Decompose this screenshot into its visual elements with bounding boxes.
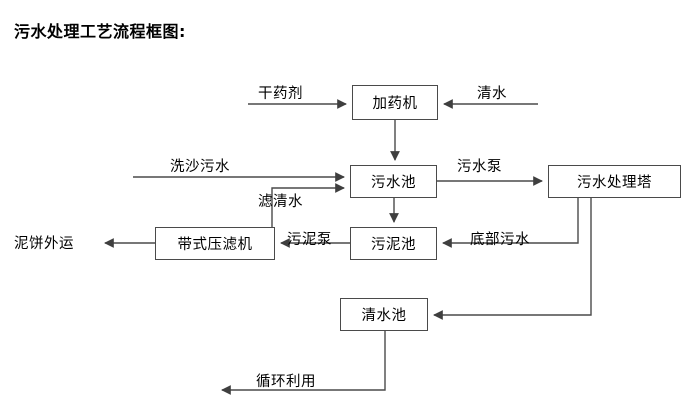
- edge-label-clean-water-in: 清水: [477, 86, 507, 102]
- node-belt-filter-press[interactable]: 带式压滤机: [155, 227, 275, 260]
- edge-bottom-wastewater: [442, 198, 579, 248]
- page-title: 污水处理工艺流程框图:: [14, 22, 186, 41]
- node-label: 加药机: [372, 96, 418, 112]
- node-wastewater-pool[interactable]: 污水池: [350, 165, 437, 198]
- edge-label-sludge-pump: 污泥泵: [287, 232, 332, 248]
- terminal-label-mud-cake-out: 泥饼外运: [14, 236, 74, 252]
- edge-label-recycle-reuse: 循环利用: [256, 374, 316, 390]
- edge-label-sand-wash-water: 洗沙污水: [170, 159, 230, 175]
- node-label: 污泥池: [371, 237, 416, 253]
- edge-tower-to-clean-water: [433, 198, 592, 320]
- node-label: 污水池: [371, 175, 416, 191]
- node-label: 带式压滤机: [177, 237, 253, 253]
- edge-filtered-water: [271, 183, 345, 227]
- node-dosing-machine[interactable]: 加药机: [352, 85, 438, 120]
- node-label: 污水处理塔: [577, 175, 652, 191]
- node-clean-water-pool[interactable]: 清水池: [340, 298, 428, 331]
- edge-label-wastewater-pump: 污水泵: [457, 159, 502, 175]
- node-label: 清水池: [361, 308, 407, 324]
- node-sludge-pool[interactable]: 污泥池: [350, 227, 437, 260]
- edge-recycle-reuse: [221, 331, 386, 395]
- edge-label-dry-reagent: 干药剂: [258, 86, 303, 102]
- edge-label-bottom-wastewater: 底部污水: [470, 232, 530, 248]
- node-treatment-tower[interactable]: 污水处理塔: [548, 165, 681, 198]
- edge-label-filtered-water: 滤清水: [258, 194, 303, 210]
